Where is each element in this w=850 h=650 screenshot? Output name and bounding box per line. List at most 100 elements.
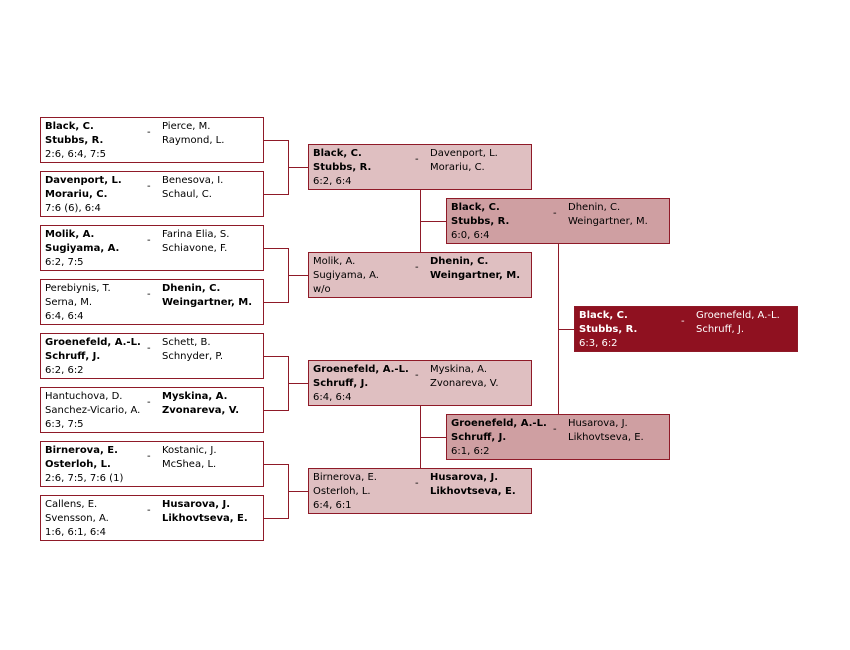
separator: - xyxy=(415,154,419,165)
player-name: Sugiyama, A. xyxy=(45,243,120,254)
player-name: Black, C. xyxy=(45,121,94,132)
match-box-round-2[interactable]: Birnerova, E.Osterloh, L.Husarova, J.Lik… xyxy=(308,468,532,514)
match-box-round-3[interactable]: Groenefeld, A.-L. Schruff, J. Husarova, J.… xyxy=(446,414,670,460)
player-name: Schaul, C. xyxy=(162,189,212,200)
player-name: Benesova, I. xyxy=(162,175,224,186)
winner-team: Black, C. Stubbs, R. xyxy=(45,120,103,148)
winner-team: Husarova, J. Likhovtseva, E. xyxy=(162,498,248,526)
match-box-round-1[interactable]: Molik, A.Sugiyama, A.Farina Elia, S.Schi… xyxy=(40,225,264,271)
match-score: 2:6, 7:5, 7:6 (1) xyxy=(45,473,124,484)
winner-team: Husarova, J.Likhovtseva, E. xyxy=(430,471,516,499)
player-name: Schnyder, P. xyxy=(162,351,224,362)
match-score: 6:0, 6:4 xyxy=(451,230,490,241)
player-name: Myskina, A. xyxy=(430,364,487,375)
loser-team: Groenefeld, A.-L.Schruff, J. xyxy=(696,309,780,337)
player-name: Sanchez-Vicario, A. xyxy=(45,405,141,416)
winner-team: Black, C. Stubbs, R. xyxy=(451,201,509,229)
match-box-round-1[interactable]: Perebiynis, T.Serna, M. Dhenin, C. Weingar… xyxy=(40,279,264,325)
connector-line xyxy=(264,410,288,411)
separator: - xyxy=(553,424,557,435)
player-name: Groenefeld, A.-L. xyxy=(45,337,141,348)
match-box-round-2[interactable]: Black, C. Stubbs, R. Davenport, L.Morariu,… xyxy=(308,144,532,190)
connector-line xyxy=(264,140,288,141)
loser-team: Perebiynis, T.Serna, M. xyxy=(45,282,111,310)
player-name: Morariu, C. xyxy=(45,189,108,200)
match-score: 7:6 (6), 6:4 xyxy=(45,203,101,214)
player-name: McShea, L. xyxy=(162,459,217,470)
match-score: 6:3, 7:5 xyxy=(45,419,84,430)
loser-team: Schett, B. Schnyder, P. xyxy=(162,336,223,364)
match-box-round-1[interactable]: Callens, E.Svensson, A. Husarova, J. Likho… xyxy=(40,495,264,541)
player-name: Myskina, A. xyxy=(162,391,228,402)
connector-line xyxy=(264,356,288,357)
match-box-round-1[interactable]: Groenefeld, A.-L.Schruff, J.Schett, B.Sc… xyxy=(40,333,264,379)
winner-team: Birnerova, E. Osterloh, L. xyxy=(45,444,118,472)
separator: - xyxy=(147,235,151,246)
loser-team: Kostanic, J. McShea, L. xyxy=(162,444,217,472)
player-name: Pierce, M. xyxy=(162,121,211,132)
player-name: Schruff, J. xyxy=(451,432,507,443)
match-box-round-1[interactable]: Hantuchova, D. Sanchez-Vicario, A. Myskina… xyxy=(40,387,264,433)
match-score: 6:2, 6:2 xyxy=(45,365,84,376)
final-match[interactable]: Black, C.Stubbs, R.Groenefeld, A.-L.Schr… xyxy=(574,306,798,352)
separator: - xyxy=(415,478,419,489)
player-name: Hantuchova, D. xyxy=(45,391,123,402)
match-score: 6:2, 6:4 xyxy=(313,176,352,187)
match-score: w/o xyxy=(313,284,331,295)
player-name: Zvonareva, V. xyxy=(162,405,240,416)
player-name: Schruff, J. xyxy=(45,351,101,362)
player-name: Husarova, J. xyxy=(162,499,231,510)
separator: - xyxy=(415,262,419,273)
player-name: Stubbs, R. xyxy=(45,135,104,146)
player-name: Schruff, J. xyxy=(696,324,745,335)
match-score: 1:6, 6:1, 6:4 xyxy=(45,527,106,538)
winner-team: Black, C. Stubbs, R. xyxy=(313,147,371,175)
connector-line xyxy=(288,167,308,168)
player-name: Schett, B. xyxy=(162,337,211,348)
player-name: Schruff, J. xyxy=(313,378,369,389)
separator: - xyxy=(147,505,151,516)
match-box-round-2[interactable]: Groenefeld, A.-L.Schruff, J.Myskina, A.Z… xyxy=(308,360,532,406)
match-score: 6:1, 6:2 xyxy=(451,446,490,457)
player-name: Black, C. xyxy=(451,202,500,213)
match-score: 2:6, 6:4, 7:5 xyxy=(45,149,106,160)
separator: - xyxy=(415,370,419,381)
winner-team: Davenport, L.Morariu, C. xyxy=(45,174,122,202)
player-name: Black, C. xyxy=(313,148,362,159)
player-name: Dhenin, C. xyxy=(162,283,221,294)
separator: - xyxy=(147,451,151,462)
match-box-round-1[interactable]: Black, C. Stubbs, R. Pierce, M. Raymond, L.… xyxy=(40,117,264,163)
player-name: Likhovtseva, E. xyxy=(162,513,248,524)
player-name: Weingartner, M. xyxy=(430,270,521,281)
match-score: 6:4, 6:4 xyxy=(45,311,84,322)
separator: - xyxy=(147,127,151,138)
player-name: Stubbs, R. xyxy=(451,216,510,227)
match-box-round-3[interactable]: Black, C. Stubbs, R. Dhenin, C.Weingartner… xyxy=(446,198,670,244)
loser-team: Dhenin, C.Weingartner, M. xyxy=(568,201,648,229)
winner-team: Myskina, A. Zvonareva, V. xyxy=(162,390,239,418)
loser-team: Davenport, L.Morariu, C. xyxy=(430,147,498,175)
player-name: Husarova, J. xyxy=(568,418,628,429)
player-name: Weingartner, M. xyxy=(568,216,648,227)
separator: - xyxy=(147,181,151,192)
loser-team: Callens, E.Svensson, A. xyxy=(45,498,109,526)
player-name: Morariu, C. xyxy=(430,162,485,173)
match-box-round-1[interactable]: Birnerova, E. Osterloh, L. Kostanic, J. McS… xyxy=(40,441,264,487)
winner-team: Groenefeld, A.-L. Schruff, J. xyxy=(451,417,547,445)
player-name: Schiavone, F. xyxy=(162,243,228,254)
player-name: Weingartner, M. xyxy=(162,297,253,308)
match-score: 6:2, 7:5 xyxy=(45,257,84,268)
player-name: Kostanic, J. xyxy=(162,445,217,456)
player-name: Groenefeld, A.-L. xyxy=(451,418,547,429)
player-name: Birnerova, E. xyxy=(45,445,118,456)
player-name: Stubbs, R. xyxy=(313,162,372,173)
match-score: 6:3, 6:2 xyxy=(579,338,618,349)
player-name: Osterloh, L. xyxy=(45,459,111,470)
player-name: Raymond, L. xyxy=(162,135,225,146)
connector-line xyxy=(264,518,288,519)
match-box-round-2[interactable]: Molik, A.Sugiyama, A.Dhenin, C.Weingartn… xyxy=(308,252,532,298)
separator: - xyxy=(147,343,151,354)
player-name: Husarova, J. xyxy=(430,472,499,483)
match-box-round-1[interactable]: Davenport, L.Morariu, C. Benesova, I. Scha… xyxy=(40,171,264,217)
winner-team: Groenefeld, A.-L. Schruff, J. xyxy=(45,336,141,364)
